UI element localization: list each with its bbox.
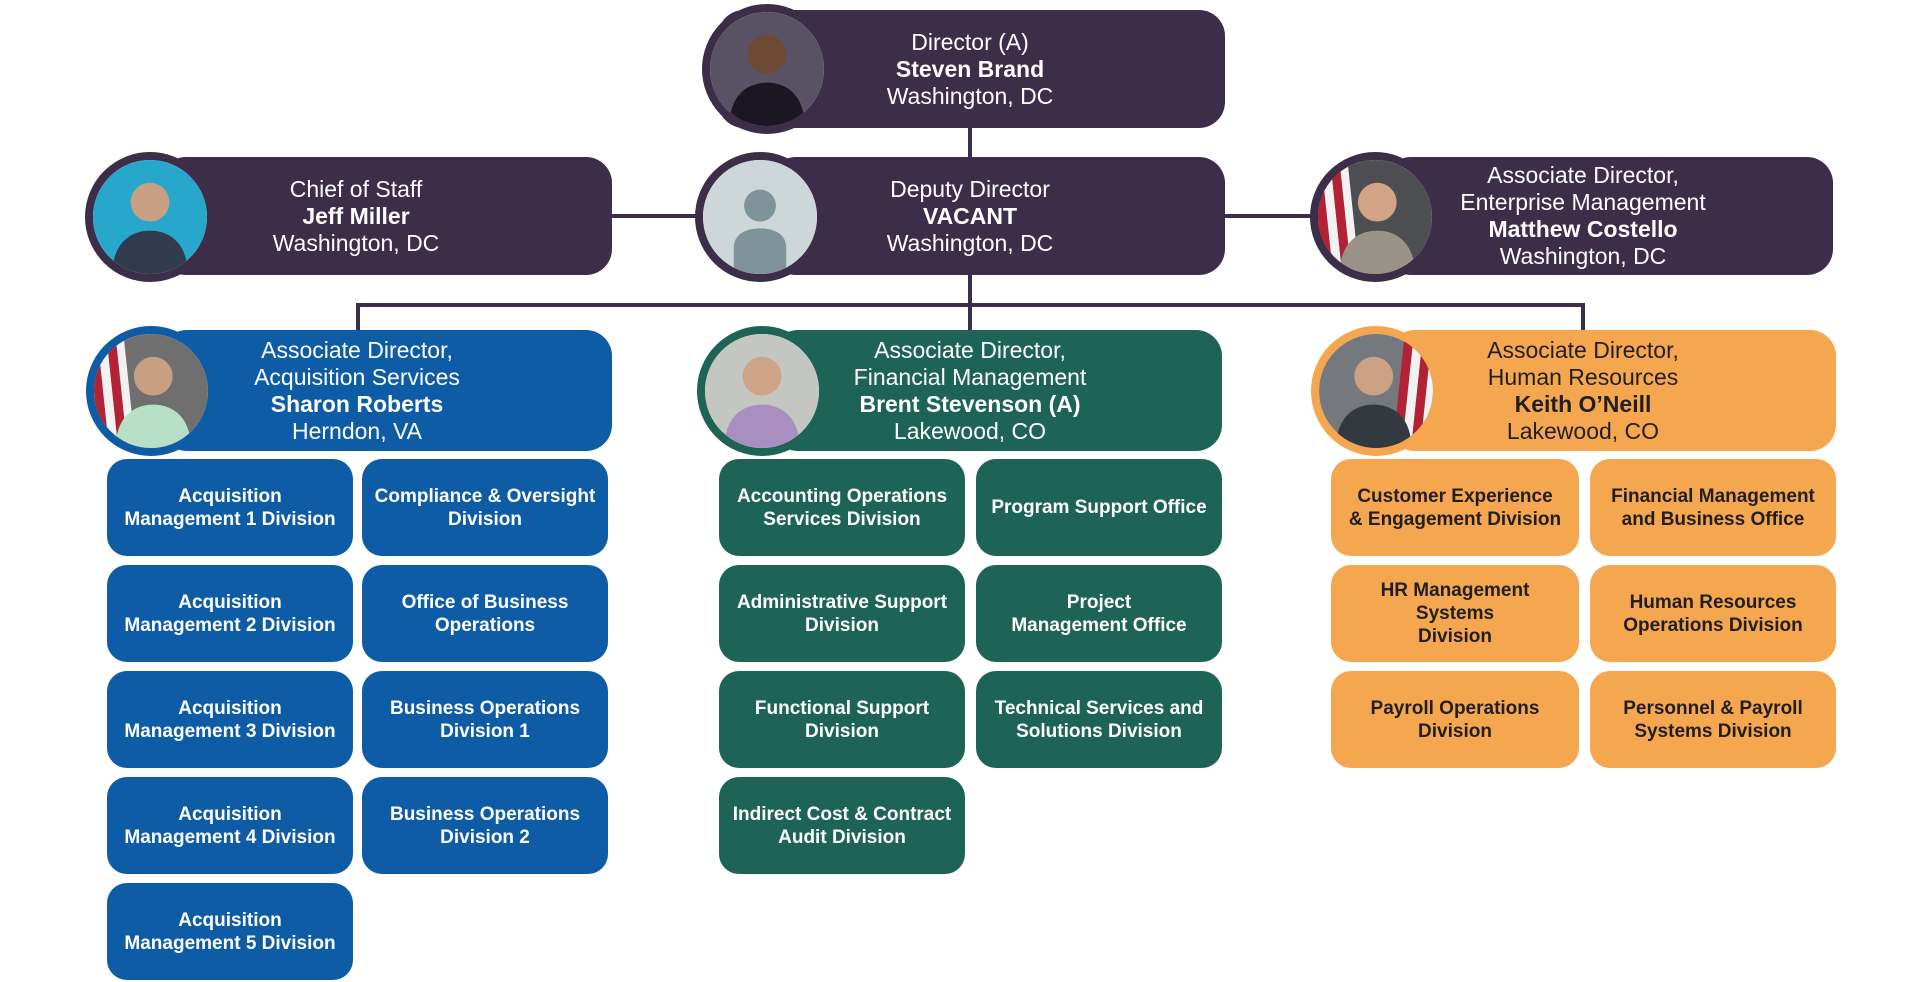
deputy-director-card: Deputy Director VACANT Washington, DC (695, 152, 1225, 282)
enterprise-management-location: Washington, DC (1499, 243, 1667, 269)
acquisition-column-2: Compliance & Oversight Division Office o… (362, 459, 608, 874)
director-title: Director (A) (911, 28, 1029, 55)
division-box: Acquisition Management 3 Division (107, 671, 353, 768)
division-box: Financial Management and Business Office (1590, 459, 1836, 556)
human-resources-column-2: Financial Management and Business Office… (1590, 459, 1836, 768)
deputy-director-text: Deputy Director VACANT Washington, DC (770, 157, 1170, 275)
director-avatar-illustration (710, 12, 824, 126)
division-box: Acquisition Management 4 Division (107, 777, 353, 874)
human-resources-avatar-illustration (1319, 334, 1433, 448)
division-box: Technical Services and Solutions Divisio… (976, 671, 1222, 768)
enterprise-management-title: Associate Director, Enterprise Managemen… (1460, 162, 1706, 215)
enterprise-management-avatar-illustration (1318, 160, 1432, 274)
deputy-director-vacant-photo (695, 152, 825, 282)
division-box: Office of Business Operations (362, 565, 608, 662)
vacant-person-icon (703, 160, 817, 274)
division-box: Compliance & Oversight Division (362, 459, 608, 556)
director-location: Washington, DC (886, 82, 1054, 109)
division-box: Personnel & Payroll Systems Division (1590, 671, 1836, 768)
division-box: Business Operations Division 1 (362, 671, 608, 768)
division-box: HR Management Systems Division (1331, 565, 1579, 662)
division-box: Indirect Cost & Contract Audit Division (719, 777, 965, 874)
connector-distribution-line (356, 303, 1585, 307)
acquisition-services-name: Sharon Roberts (270, 390, 444, 417)
chief-of-staff-photo (85, 152, 215, 282)
division-box: Acquisition Management 5 Division (107, 883, 353, 980)
enterprise-management-text: Associate Director, Enterprise Managemen… (1383, 157, 1783, 275)
connector-deputy-enterprise (1222, 214, 1390, 218)
human-resources-location: Lakewood, CO (1506, 417, 1660, 444)
connector-chief-deputy (610, 214, 775, 218)
division-box: Payroll Operations Division (1331, 671, 1579, 768)
financial-management-avatar-illustration (705, 334, 819, 448)
division-box: Accounting Operations Services Division (719, 459, 965, 556)
financial-management-text: Associate Director, Financial Management… (770, 330, 1170, 451)
human-resources-head-card: Associate Director, Human Resources Keit… (1311, 326, 1836, 456)
deputy-director-name: VACANT (922, 202, 1018, 229)
division-box: Acquisition Management 2 Division (107, 565, 353, 662)
acquisition-services-location: Herndon, VA (292, 417, 422, 444)
division-box: Project Management Office (976, 565, 1222, 662)
acquisition-services-head-card: Associate Director, Acquisition Services… (86, 326, 612, 456)
director-photo (702, 4, 832, 134)
director-name: Steven Brand (895, 55, 1045, 82)
chief-of-staff-location: Washington, DC (272, 229, 440, 256)
human-resources-title: Associate Director, Human Resources (1487, 336, 1679, 390)
chief-of-staff-card: Chief of Staff Jeff Miller Washington, D… (85, 152, 612, 282)
financial-management-head-card: Associate Director, Financial Management… (697, 326, 1222, 456)
division-box: Human Resources Operations Division (1590, 565, 1836, 662)
acquisition-column-1: Acquisition Management 1 Division Acquis… (107, 459, 353, 980)
acquisition-services-photo (86, 326, 216, 456)
deputy-director-location: Washington, DC (886, 229, 1054, 256)
financial-management-title: Associate Director, Financial Management (853, 336, 1087, 390)
deputy-director-title: Deputy Director (890, 175, 1050, 202)
chief-of-staff-title: Chief of Staff (289, 175, 423, 202)
human-resources-photo (1311, 326, 1441, 456)
division-box: Business Operations Division 2 (362, 777, 608, 874)
division-box: Acquisition Management 1 Division (107, 459, 353, 556)
financial-management-name: Brent Stevenson (A) (859, 390, 1081, 417)
chief-of-staff-text: Chief of Staff Jeff Miller Washington, D… (156, 157, 556, 275)
human-resources-column-1: Customer Experience & Engagement Divisio… (1331, 459, 1579, 768)
enterprise-management-name: Matthew Costello (1488, 216, 1678, 242)
financial-column-2: Program Support Office Project Managemen… (976, 459, 1222, 768)
connector-drop-acquisition (356, 303, 360, 333)
enterprise-management-photo (1310, 152, 1440, 282)
director-card: Director (A) Steven Brand Washington, DC (702, 4, 1225, 134)
chief-of-staff-name: Jeff Miller (302, 202, 410, 229)
division-box: Customer Experience & Engagement Divisio… (1331, 459, 1579, 556)
director-text: Director (A) Steven Brand Washington, DC (770, 10, 1170, 128)
division-box: Program Support Office (976, 459, 1222, 556)
human-resources-text: Associate Director, Human Resources Keit… (1383, 330, 1783, 451)
acquisition-services-avatar-illustration (94, 334, 208, 448)
acquisition-services-title: Associate Director, Acquisition Services (254, 336, 460, 390)
financial-column-1: Accounting Operations Services Division … (719, 459, 965, 874)
financial-management-photo (697, 326, 827, 456)
enterprise-management-card: Associate Director, Enterprise Managemen… (1310, 152, 1833, 282)
financial-management-location: Lakewood, CO (893, 417, 1047, 444)
human-resources-name: Keith O’Neill (1514, 390, 1652, 417)
chief-of-staff-avatar-illustration (93, 160, 207, 274)
acquisition-services-text: Associate Director, Acquisition Services… (157, 330, 557, 451)
division-box: Functional Support Division (719, 671, 965, 768)
connector-drop-human-resources (1581, 303, 1585, 333)
division-box: Administrative Support Division (719, 565, 965, 662)
connector-director-deputy (968, 126, 972, 159)
